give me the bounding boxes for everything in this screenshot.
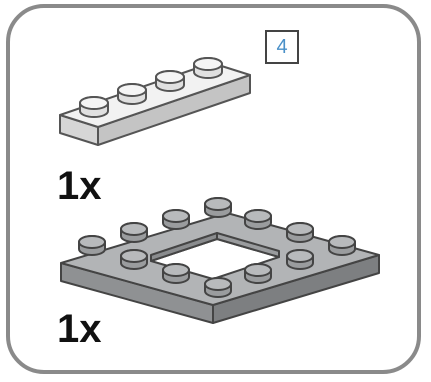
quantity-label: 1x: [57, 164, 102, 208]
quantity-label: 1x: [57, 307, 102, 351]
step-number-badge: 4: [265, 30, 299, 64]
light-gray-1x4-plate-icon: [59, 57, 251, 146]
dark-gray-4x4-frame-plate-icon: [60, 197, 380, 324]
